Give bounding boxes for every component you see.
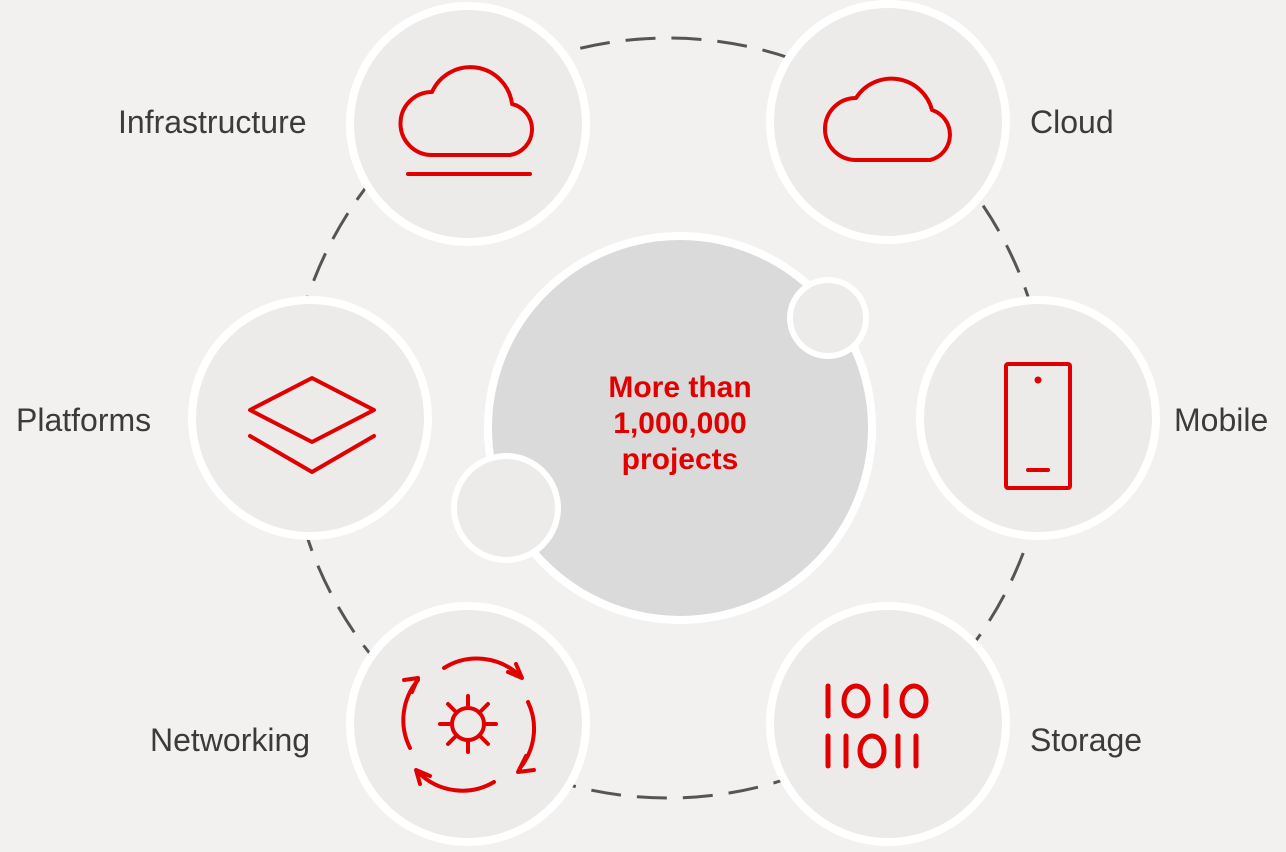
satellite-bubble-medium	[451, 453, 561, 563]
node-cloud	[766, 0, 1010, 244]
mobile-phone-icon	[1004, 362, 1072, 490]
cloud-icon	[823, 76, 952, 162]
cloud-infrastructure-icon	[398, 65, 535, 176]
satellite-bubble-small	[787, 277, 869, 359]
label-infrastructure: Infrastructure	[118, 104, 307, 140]
center-line-2: 1,000,000	[613, 407, 747, 440]
center-circle	[484, 232, 876, 624]
node-infrastructure	[346, 2, 590, 246]
node-platforms	[188, 296, 432, 540]
binary-data-icon	[825, 683, 929, 769]
center-headline: More than 1,000,000 projects	[540, 370, 820, 478]
stacked-layers-icon	[248, 376, 376, 474]
node-networking	[346, 602, 590, 846]
node-mobile	[916, 296, 1160, 540]
label-platforms: Platforms	[16, 402, 152, 438]
center-line-1: More than	[608, 371, 752, 404]
node-storage	[766, 602, 1010, 846]
label-storage: Storage	[1030, 722, 1143, 758]
center-line-3: projects	[621, 443, 739, 476]
label-networking: Networking	[150, 722, 311, 758]
networking-gear-icon	[401, 656, 537, 793]
label-mobile: Mobile	[1174, 402, 1269, 438]
label-cloud: Cloud	[1030, 104, 1114, 140]
